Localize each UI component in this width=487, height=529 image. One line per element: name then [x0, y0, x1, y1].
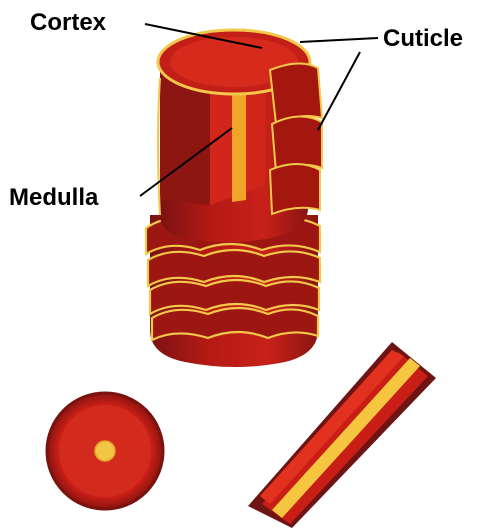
cuticle-flakes: [270, 63, 322, 214]
cross-section: [47, 393, 163, 509]
cuticle-leader-2: [318, 52, 360, 130]
medulla-label: Medulla: [9, 186, 98, 210]
cuticle-leader-1: [300, 38, 378, 42]
hair-shaft: [146, 30, 322, 367]
longitudinal-section: [248, 342, 436, 528]
left-rim: [158, 78, 160, 215]
long-medulla: [272, 358, 420, 518]
cuticle-label: Cuticle: [383, 27, 463, 51]
cortex-label: Cortex: [30, 11, 106, 35]
cross-section-medulla: [95, 441, 115, 461]
